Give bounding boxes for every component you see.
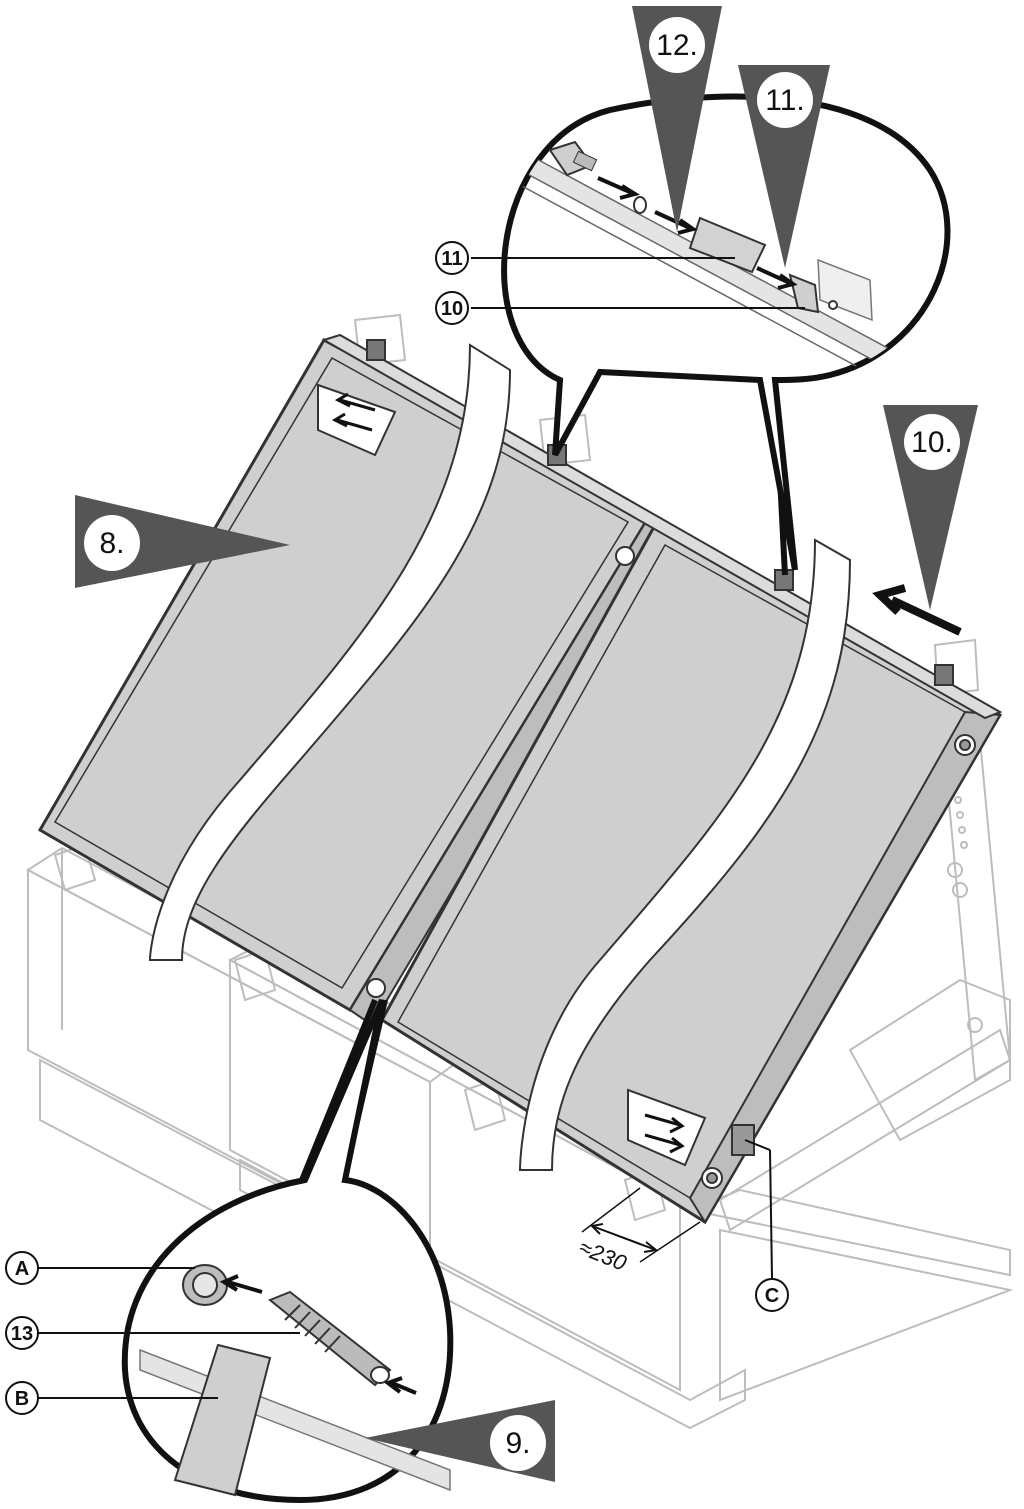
step-marker-9: 9. — [365, 1400, 555, 1482]
part-label-b: B — [15, 1388, 29, 1410]
detail-bubble-bottom — [121, 998, 454, 1504]
step-label-12: 12. — [656, 29, 698, 62]
flow-arrows-box-bottom — [627, 1088, 707, 1167]
step-label-9: 9. — [505, 1427, 530, 1460]
part-callout-11: 11 — [435, 241, 735, 275]
step-marker-8: 8. — [75, 495, 290, 588]
part-label-11: 11 — [441, 248, 462, 270]
part-callout-a: A — [5, 1251, 195, 1285]
step-label-10: 10. — [911, 426, 953, 459]
dimension-label: ≈230 — [576, 1234, 631, 1276]
step-label-11: 11. — [765, 84, 804, 117]
flow-arrows-box-top — [317, 383, 397, 457]
part-label-a: A — [15, 1258, 29, 1280]
step-marker-11: 11. — [738, 65, 830, 268]
part-label-c: C — [765, 1285, 779, 1307]
step-marker-10: 10. — [872, 405, 978, 636]
part-callout-b: B — [5, 1381, 218, 1415]
part-callout-13: 13 — [5, 1316, 300, 1350]
part-callout-10: 10 — [435, 291, 805, 325]
detail-bubble-top — [501, 93, 951, 571]
step-marker-12: 12. — [632, 6, 722, 232]
part-label-13: 13 — [11, 1323, 33, 1345]
panel-fittings — [366, 339, 976, 1189]
nipple-13 — [268, 1290, 392, 1387]
break-bands — [148, 343, 852, 1171]
step-label-8: 8. — [99, 527, 124, 560]
part-callout-c: C — [744, 1139, 789, 1312]
part-label-10: 10 — [441, 298, 463, 320]
push-direction-arrow — [872, 584, 962, 636]
